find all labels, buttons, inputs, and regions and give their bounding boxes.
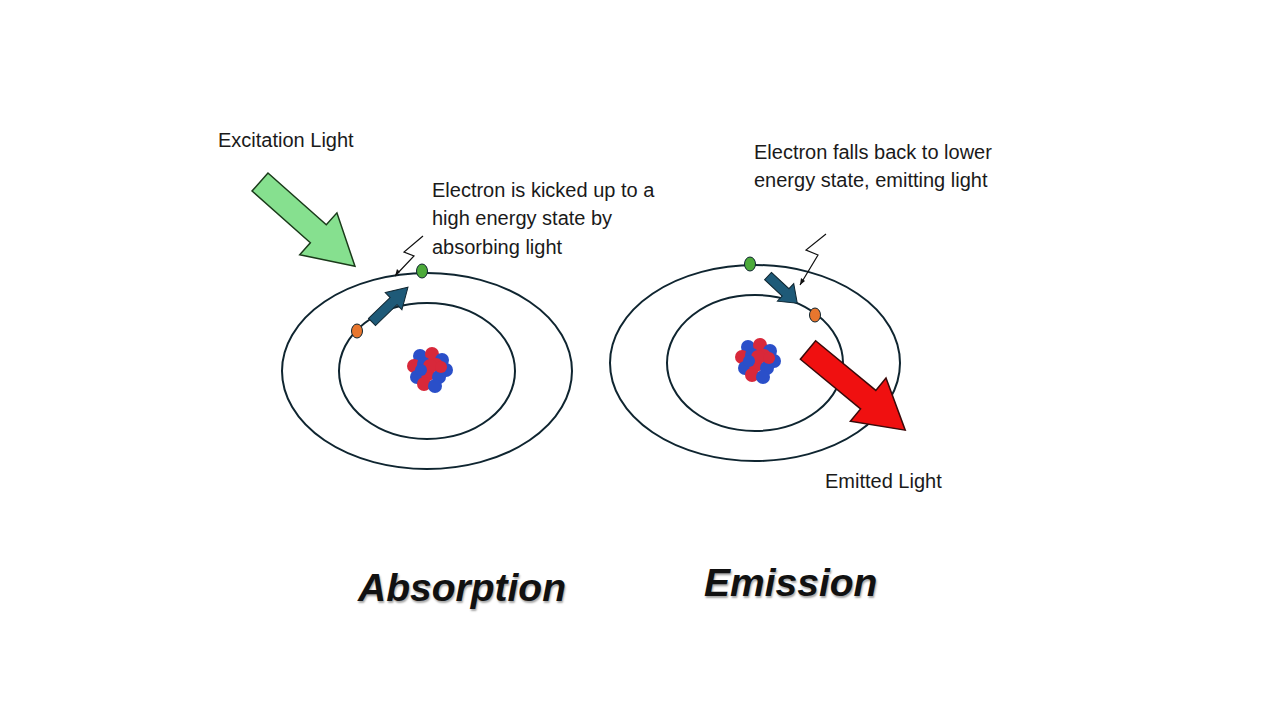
emission-atom	[610, 234, 923, 461]
light-label: Excitation Light	[218, 126, 354, 154]
callout-note: Electron is kicked up to a high energy s…	[432, 176, 658, 261]
section-heading: Emission	[704, 560, 877, 607]
absorption-atom	[241, 161, 572, 469]
section-heading: Absorption	[358, 565, 566, 612]
light-label: Emitted Light	[825, 467, 942, 495]
callout-note: Electron falls back to lower energy stat…	[754, 138, 1038, 195]
